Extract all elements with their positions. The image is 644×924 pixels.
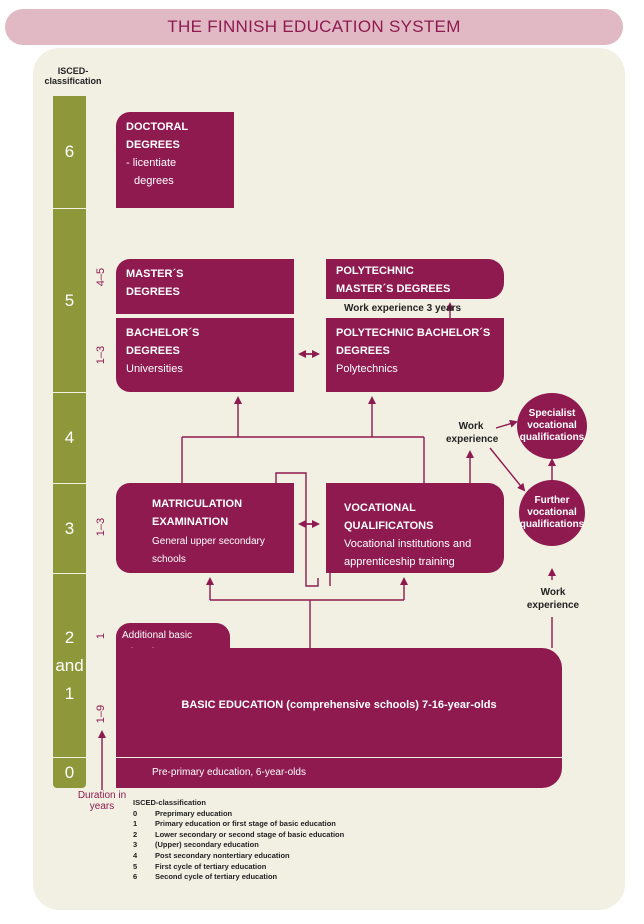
legend-title: ISCED-classification: [133, 798, 206, 807]
scale-label-4: 4: [64, 428, 75, 447]
scale-label-and: and: [55, 655, 84, 675]
poly-bachelors-title-2: DEGREES: [336, 345, 390, 357]
scale-level-0: 0: [53, 758, 86, 788]
legend-item: 2 Lower secondary or second stage of basi…: [133, 830, 344, 841]
matriculation-sub: General upper secondary schools: [152, 536, 265, 565]
poly-masters-title-1: POLYTECHNIC: [336, 265, 414, 277]
bachelors-title-1: BACHELOR´S: [126, 327, 200, 339]
legend-item: 1 Primary education or first stage of bas…: [133, 819, 344, 830]
isced-legend: ISCED-classification 0 Preprimary educati…: [133, 798, 344, 883]
work-experience-lower: Work experience: [526, 587, 580, 611]
doctoral-line-1: - licentiate: [126, 157, 177, 169]
poly-masters-title-2: MASTER´S DEGREES: [336, 283, 451, 295]
bachelors-title-2: DEGREES: [126, 345, 180, 357]
basic-education-box: BASIC EDUCATION (comprehensive schools) …: [116, 648, 562, 788]
legend-item: 6 Second cycle of tertiary education: [133, 872, 344, 883]
basic-education-label: BASIC EDUCATION (comprehensive schools) …: [181, 699, 497, 711]
legend-num: 0: [133, 808, 138, 818]
masters-title-1: MASTER´S: [126, 268, 184, 280]
legend-num: 1: [133, 819, 138, 829]
legend-item: 4 Post secondary nontertiary education: [133, 851, 344, 862]
scale-label-1: 1: [64, 683, 75, 703]
legend-item: 0 Preprimary education: [133, 809, 344, 820]
matriculation-box: MATRICULATION EXAMINATION General upper …: [116, 483, 294, 573]
page-title: THE FINNISH EDUCATION SYSTEM: [5, 9, 623, 45]
legend-item: 3 (Upper) secondary education: [133, 840, 344, 851]
further-vocational-circle: Further vocational qualifications: [519, 480, 585, 546]
legend-text: Lower secondary or second stage of basic…: [155, 829, 345, 839]
scale-level-3: 3: [53, 484, 86, 573]
vocational-line-2: apprenticeship training: [344, 556, 455, 568]
doctoral-title-1: DOCTORAL: [126, 121, 189, 133]
bachelors-degrees-box: BACHELOR´S DEGREES Universities: [116, 318, 294, 392]
legend-text: Preprimary education: [155, 808, 233, 818]
legend-num: 2: [133, 829, 138, 839]
vocational-title: VOCATIONAL QUALIFICATONS: [344, 502, 434, 532]
poly-bachelors-sub: Polytechnics: [336, 363, 398, 375]
duration-caption: Duration in years: [77, 790, 127, 812]
legend-text: First cycle of tertiary education: [155, 861, 267, 871]
additional-basic-box: Additional basic education: [116, 623, 230, 658]
matriculation-title-1: MATRICULATION: [152, 498, 243, 510]
vocational-line-1: Vocational institutions and: [344, 538, 472, 550]
legend-text: (Upper) secondary education: [155, 840, 259, 850]
legend-item: 5 First cycle of tertiary education: [133, 862, 344, 873]
legend-num: 6: [133, 872, 138, 882]
doctoral-title-2: DEGREES: [126, 139, 180, 151]
scale-level-2-and-1: 2 and 1: [53, 574, 86, 757]
scale-level-6: 6: [53, 96, 86, 208]
work-experience-3-years: Work experience 3 years: [344, 303, 462, 314]
basic-divider: [116, 757, 562, 758]
bachelors-sub: Universities: [126, 363, 183, 375]
scale-label-6: 6: [64, 142, 75, 161]
doctoral-line-2: degrees: [134, 175, 174, 187]
masters-degrees-box: MASTER´S DEGREES: [116, 259, 294, 314]
vocational-qualifications-box: VOCATIONAL QUALIFICATONS Vocational inst…: [326, 483, 504, 573]
pre-primary-label: Pre-primary education, 6-year-olds: [152, 767, 306, 778]
isced-header: ISCED-classification: [44, 66, 102, 86]
legend-num: 3: [133, 840, 138, 850]
legend-text: Post secondary nontertiary education: [155, 850, 290, 860]
matriculation-title-2: EXAMINATION: [152, 516, 229, 528]
legend-text: Second cycle of tertiary education: [155, 872, 278, 882]
scale-label-5: 5: [64, 290, 75, 310]
work-experience-upper: Work experience: [446, 421, 499, 445]
scale-label-2: 2: [64, 627, 75, 647]
specialist-vocational-circle: Specialist vocational qualifications: [517, 393, 587, 459]
legend-text: Primary education or first stage of basi…: [155, 819, 336, 829]
legend-num: 4: [133, 850, 138, 860]
scale-level-5: 5: [53, 209, 86, 392]
scale-label-0: 0: [64, 763, 75, 782]
polytechnic-masters-box: POLYTECHNIC MASTER´S DEGREES: [326, 259, 504, 299]
scale-level-4: 4: [53, 393, 86, 483]
polytechnic-bachelors-box: POLYTECHNIC BACHELOR´S DEGREES Polytechn…: [326, 318, 504, 392]
scale-label-3: 3: [64, 518, 75, 538]
poly-bachelors-title-1: POLYTECHNIC BACHELOR´S: [336, 327, 491, 339]
doctoral-degrees-box: DOCTORAL DEGREES - licentiate degrees: [116, 112, 234, 208]
masters-title-2: DEGREES: [126, 286, 180, 298]
legend-num: 5: [133, 861, 138, 871]
